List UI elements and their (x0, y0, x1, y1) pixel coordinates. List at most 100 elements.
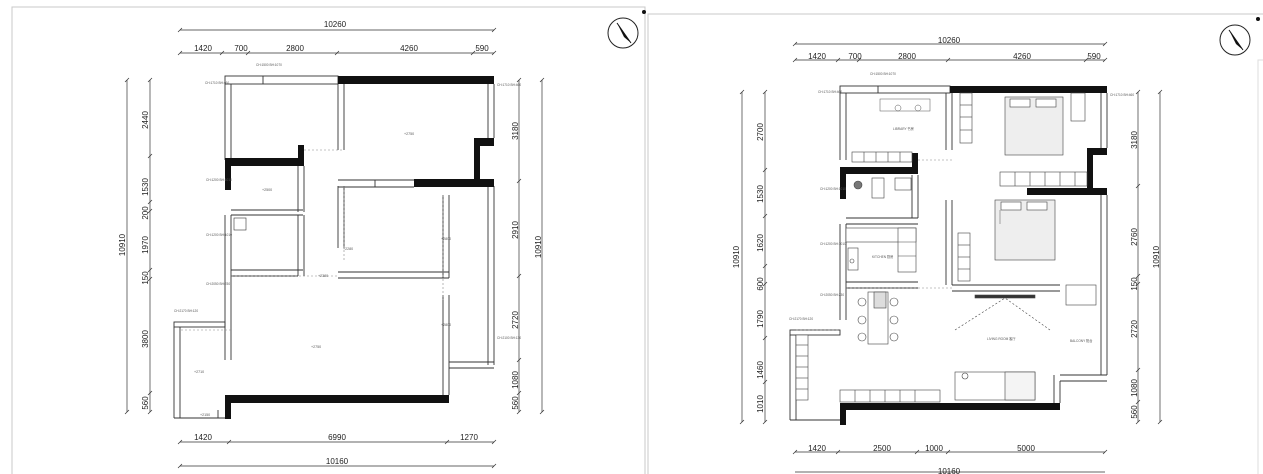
dim-left-seg: 2700 (756, 123, 765, 141)
room-note: +2280 (343, 247, 353, 251)
dimension-bottom (177, 439, 497, 469)
dimension-bottom (792, 449, 1108, 473)
dim-right-seg: 560 (511, 396, 520, 410)
dimension-right (516, 77, 545, 415)
room-note: +2500 (262, 188, 272, 192)
north-arrow-icon (607, 17, 639, 49)
room-note: +2800 (441, 237, 451, 241)
dim-total-right: 10910 (534, 235, 543, 258)
window-note: CH:1710 BH:460 (818, 90, 842, 94)
dim-left-seg: 1460 (756, 361, 765, 379)
dim-bottom-seg: 1000 (925, 444, 943, 453)
cabinetry (795, 92, 1097, 403)
door-openings (180, 149, 444, 331)
dim-total-top: 10260 (938, 36, 961, 45)
room-label-kitchen: KITCHEN 厨房 (872, 254, 893, 259)
dim-left-seg: 560 (141, 396, 150, 410)
dim-bottom-seg: 1420 (808, 444, 826, 453)
dimension-top (177, 27, 497, 56)
room-note: +2750 (311, 345, 321, 349)
room-label-balcony: BALCONY 阳台 (1070, 338, 1092, 343)
dim-right-seg: 3180 (511, 122, 520, 140)
window-notes: CH:1500 BH:1070 CH:1710 BH:460 CH:1710 B… (174, 63, 521, 340)
dim-left-seg: 600 (756, 277, 765, 291)
dim-bottom-seg: 1420 (194, 433, 212, 442)
sheet-frames (11, 6, 1263, 474)
plan-original: 10260 1420 700 2800 4260 590 10910 2440 … (118, 17, 639, 469)
room-note: +2150 (200, 413, 210, 417)
dim-total-bottom: 10160 (938, 467, 961, 474)
dim-top-seg: 1420 (194, 44, 212, 53)
dim-right-seg: 1080 (1130, 379, 1139, 397)
dim-bottom-seg: 6990 (328, 433, 346, 442)
room-notes: +2750 +2500 +2280 +2800 +2380 +2800 +275… (194, 132, 451, 417)
walls-thin (173, 75, 495, 419)
dim-bottom-seg: 2500 (873, 444, 891, 453)
dim-top-seg: 590 (475, 44, 489, 53)
dim-right-seg: 2910 (511, 221, 520, 239)
dim-left-seg: 1010 (756, 395, 765, 413)
dim-bottom-seg: 5000 (1017, 444, 1035, 453)
room-label-library: LIBRARY 书房 (893, 126, 914, 131)
dimension-left (124, 77, 153, 415)
dim-left-seg: 1620 (756, 234, 765, 252)
window-note: CH:1710 BH:460 (1110, 93, 1134, 97)
dim-right-seg: 2720 (1130, 320, 1139, 338)
dim-left-seg: 3800 (141, 330, 150, 348)
dining-set (857, 291, 899, 345)
sheet-marker (642, 10, 646, 14)
dim-top-seg: 1420 (808, 52, 826, 61)
window-note: CH:1200 BH:1010 (206, 178, 232, 182)
room-note: +2710 (194, 370, 204, 374)
room-labels: LIBRARY 书房 KITCHEN 厨房 LIVING ROOM 客厅 BAL… (872, 126, 1092, 343)
window-note: CH:2100 BH:130 (497, 336, 521, 340)
dimension-top (792, 41, 1108, 63)
dim-top-seg: 700 (234, 44, 248, 53)
dim-left-seg: 1530 (756, 185, 765, 203)
dim-top-seg: 700 (848, 52, 862, 61)
dim-right-seg: 1080 (511, 371, 520, 389)
dim-total-left: 10910 (732, 245, 741, 268)
dim-total-top: 10260 (324, 20, 347, 29)
dim-right-seg: 2720 (511, 311, 520, 329)
dim-top-seg: 590 (1087, 52, 1101, 61)
window-note: CH:1500 BH:1070 (256, 63, 282, 67)
dim-top-seg: 4260 (1013, 52, 1031, 61)
dim-total-bottom: 10160 (326, 457, 349, 466)
north-arrow-icon (1219, 24, 1251, 56)
room-note: +2750 (404, 132, 414, 136)
room-label-living-room: LIVING ROOM 客厅 (987, 336, 1016, 341)
dim-right-seg: 150 (1130, 277, 1139, 291)
room-note: +2380 (318, 274, 328, 278)
dim-top-seg: 4260 (400, 44, 418, 53)
dim-right-seg: 2760 (1130, 228, 1139, 246)
window-note: CH:1500 BH:1070 (870, 72, 896, 76)
walls-structural (225, 76, 494, 419)
window-note: CH:2170 BH:120 (789, 317, 813, 321)
dim-right-seg: 560 (1130, 405, 1139, 419)
window-notes: CH:1500 BH:1070 CH:1710 BH:460 CH:1710 B… (789, 72, 1134, 321)
dim-left-seg: 2440 (141, 111, 150, 129)
living-room-furniture (954, 294, 1051, 401)
dim-left-seg: 200 (141, 206, 150, 220)
dimension-left (739, 89, 768, 425)
walls-structural (840, 86, 1107, 425)
bed (994, 96, 1064, 261)
window-note: CH:1710 BH:460 (497, 83, 521, 87)
bathroom-fixtures (847, 177, 912, 271)
window-note: CH:1710 BH:460 (205, 81, 229, 85)
window-note: CH:1200 BH:1010 (820, 187, 846, 191)
dim-top-seg: 2800 (286, 44, 304, 53)
window-note: CH:1200 BH:1010 (206, 233, 232, 237)
window-note: CH:1200 BH:1010 (820, 242, 846, 246)
dim-bottom-seg: 1270 (460, 433, 478, 442)
sheet-marker (1256, 17, 1260, 21)
window-note: CH:2170 BH:120 (174, 309, 198, 313)
desk (879, 98, 1001, 224)
dim-top-seg: 2800 (898, 52, 916, 61)
dim-left-seg: 1970 (141, 236, 150, 254)
dim-left-seg: 1790 (756, 310, 765, 328)
dim-left-seg: 150 (141, 271, 150, 285)
dimension-right (1135, 89, 1163, 425)
